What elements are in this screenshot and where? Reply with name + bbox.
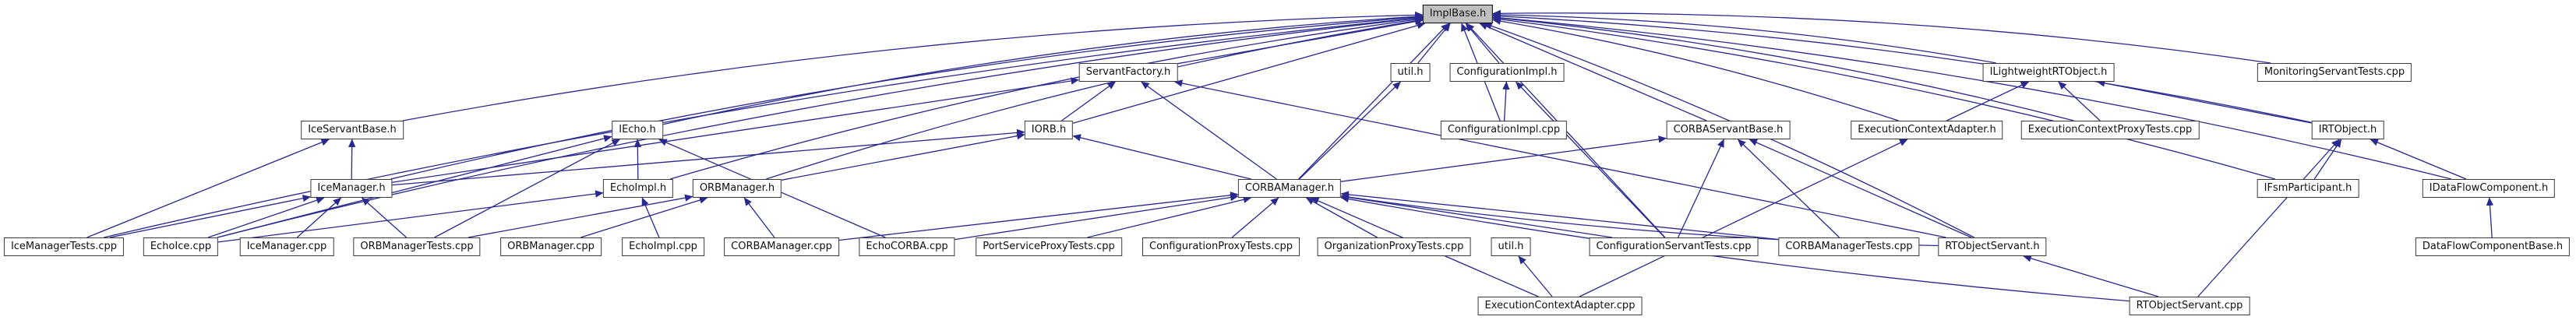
graph-node-ilightweightrtobject[interactable]: ILightweightRTObject.h — [1982, 63, 2115, 82]
graph-node-executioncontextproxytests[interactable]: ExecutionContextProxyTests.cpp — [2020, 121, 2200, 139]
graph-node-configurationimpl-cpp[interactable]: ConfigurationImpl.cpp — [1440, 121, 1568, 139]
graph-node-iceservantbase[interactable]: IceServantBase.h — [301, 121, 404, 139]
graph-node-util-top[interactable]: util.h — [1390, 63, 1431, 82]
graph-node-ifsmparticipant[interactable]: IFsmParticipant.h — [2257, 179, 2359, 198]
graph-node-orbmanager-cpp[interactable]: ORBManager.cpp — [500, 237, 602, 256]
graph-node-servantfactory[interactable]: ServantFactory.h — [1078, 63, 1178, 82]
graph-node-echocorba[interactable]: EchoCORBA.cpp — [859, 237, 955, 256]
graph-node-util-bottom[interactable]: util.h — [1491, 237, 1531, 256]
graph-node-configurationproxytests[interactable]: ConfigurationProxyTests.cpp — [1142, 237, 1300, 256]
graph-node-orbmanagertests[interactable]: ORBManagerTests.cpp — [353, 237, 481, 256]
graph-node-executioncontextadapter-cpp[interactable]: ExecutionContextAdapter.cpp — [1477, 297, 1643, 315]
graph-node-iecho[interactable]: IEcho.h — [612, 121, 663, 139]
graph-node-iorb[interactable]: IORB.h — [1024, 121, 1074, 139]
graph-node-corbamanager-h[interactable]: CORBAManager.h — [1237, 179, 1342, 198]
graph-node-icemanager-h[interactable]: IceManager.h — [310, 179, 393, 198]
graph-node-orbmanager-h[interactable]: ORBManager.h — [692, 179, 782, 198]
graph-node-configurationimpl-h[interactable]: ConfigurationImpl.h — [1449, 63, 1565, 82]
graph-node-corbamanager-cpp[interactable]: CORBAManager.cpp — [724, 237, 839, 256]
graph-node-corbamanagertests[interactable]: CORBAManagerTests.cpp — [1778, 237, 1920, 256]
graph-node-irtobject[interactable]: IRTObject.h — [2311, 121, 2384, 139]
graph-node-echoimpl-cpp[interactable]: EchoImpl.cpp — [622, 237, 704, 256]
graph-node-monitoringservanttests[interactable]: MonitoringServantTests.cpp — [2257, 63, 2412, 82]
graph-node-icemanager-cpp[interactable]: IceManager.cpp — [239, 237, 334, 256]
graph-node-icemanagertests[interactable]: IceManagerTests.cpp — [3, 237, 125, 256]
graph-node-configurationservanttests[interactable]: ConfigurationServantTests.cpp — [1589, 237, 1759, 256]
graph-node-organizationproxytests[interactable]: OrganizationProxyTests.cpp — [1317, 237, 1471, 256]
graph-node-corbaservantbase[interactable]: CORBAServantBase.h — [1666, 121, 1791, 139]
graph-node-echoimpl-h[interactable]: EchoImpl.h — [602, 179, 674, 198]
graph-node-implbase[interactable]: ImplBase.h — [1422, 5, 1494, 23]
graph-node-rtobjectservant-cpp[interactable]: RTObjectServant.cpp — [2129, 297, 2250, 315]
graph-node-portserviceproxytests[interactable]: PortServiceProxyTests.cpp — [976, 237, 1122, 256]
graph-node-echoice[interactable]: EchoIce.cpp — [143, 237, 219, 256]
graph-node-executioncontextadapter-h[interactable]: ExecutionContextAdapter.h — [1851, 121, 2003, 139]
graph-node-idataflowcomponent[interactable]: IDataFlowComponent.h — [2422, 179, 2556, 198]
graph-node-dataflowcomponentbase[interactable]: DataFlowComponentBase.h — [2415, 237, 2571, 256]
graph-node-rtobjectservant-h[interactable]: RTObjectServant.h — [1938, 237, 2047, 256]
